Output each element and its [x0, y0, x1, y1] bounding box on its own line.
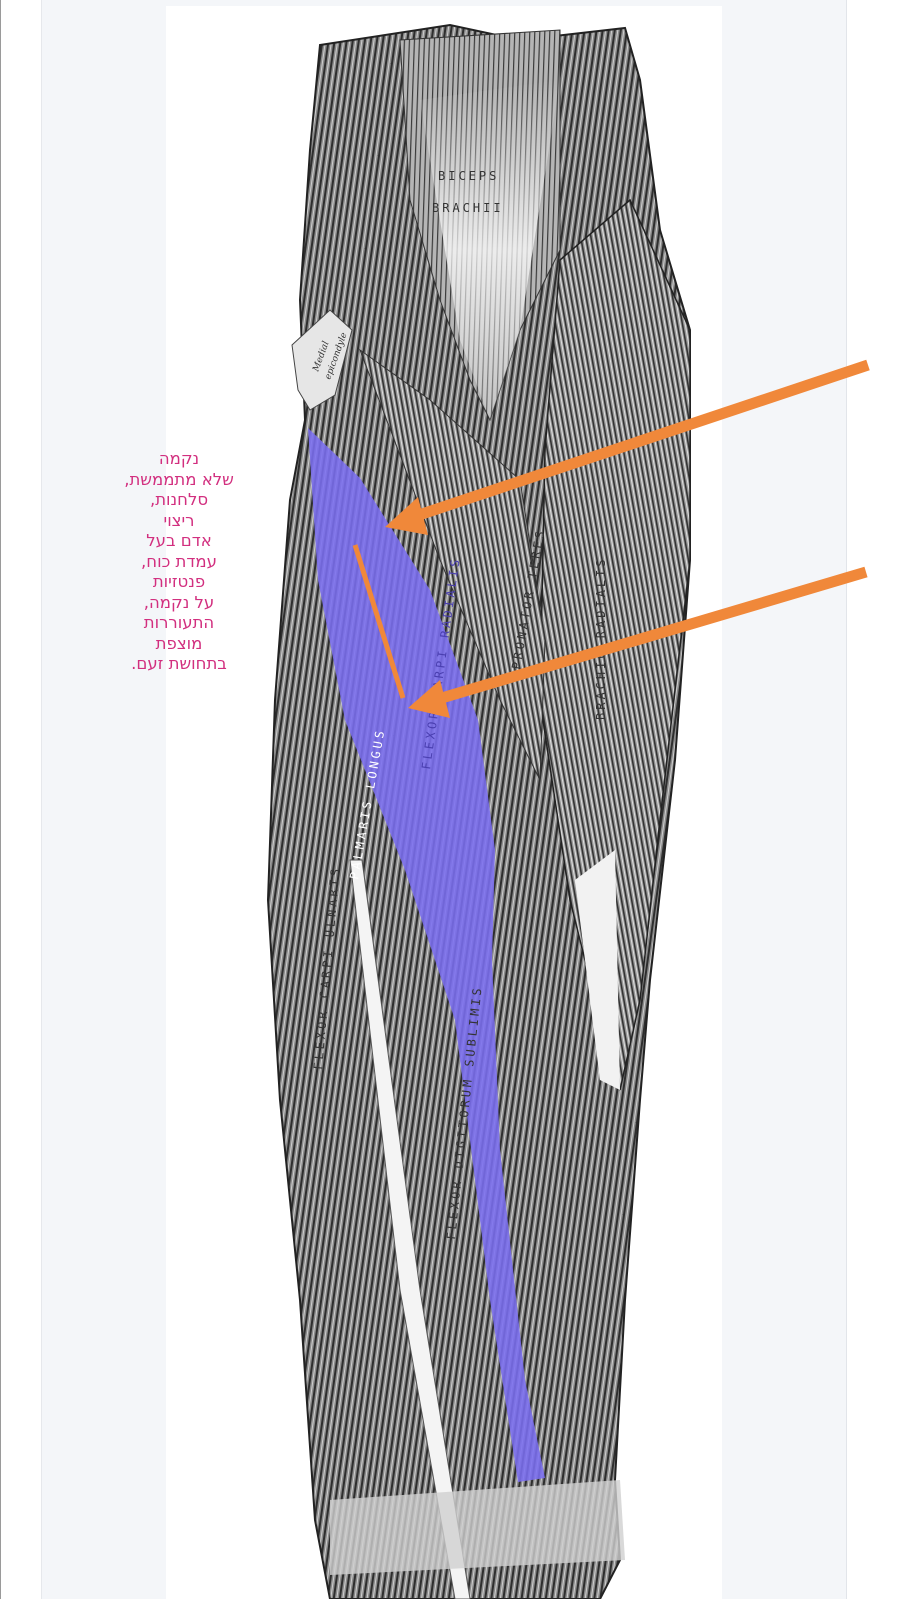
- annotation-line: שלא מתממשת,: [124, 469, 234, 489]
- brachioradialis-tendon: [575, 850, 620, 1090]
- biceps-tendon-highlight: [420, 80, 560, 420]
- orange-line-marker: [352, 544, 406, 699]
- annotation-line: על נקמה,: [143, 592, 215, 612]
- pronator-teres-muscle: [358, 348, 546, 781]
- annotation-line: נקמה: [158, 449, 200, 468]
- palmaris-tendon: [349, 859, 471, 1599]
- label-brachioradialis: BRACHIO-RADIALIS: [594, 556, 608, 720]
- annotation-line: מוצפת: [155, 633, 203, 653]
- annotation-line: בתחושת זעם.: [131, 654, 227, 673]
- annotation-line: ריצוי: [163, 510, 195, 530]
- arrow-upper: [385, 359, 870, 535]
- flexor-carpi-radialis-highlight: [308, 428, 545, 1482]
- label-brachii: BRACHII: [432, 201, 504, 215]
- medial-epicondyle: [291, 309, 353, 411]
- annotation-line: התעוררות: [143, 613, 215, 632]
- arrow-lower: [408, 566, 868, 718]
- window-edge: [0, 0, 1, 1599]
- wrist-band: [330, 1480, 625, 1575]
- annotation-line: אדם בעל: [146, 531, 212, 550]
- label-biceps: BICEPS: [438, 169, 499, 183]
- hebrew-annotation: נקמה שלא מתממשת, סלחנות, ריצוי אדם בעל ע…: [104, 449, 254, 675]
- annotation-line: סלחנות,: [149, 490, 209, 509]
- annotation-line: עמדת כוח,: [141, 551, 217, 571]
- annotation-line: פנטזיות: [152, 572, 206, 591]
